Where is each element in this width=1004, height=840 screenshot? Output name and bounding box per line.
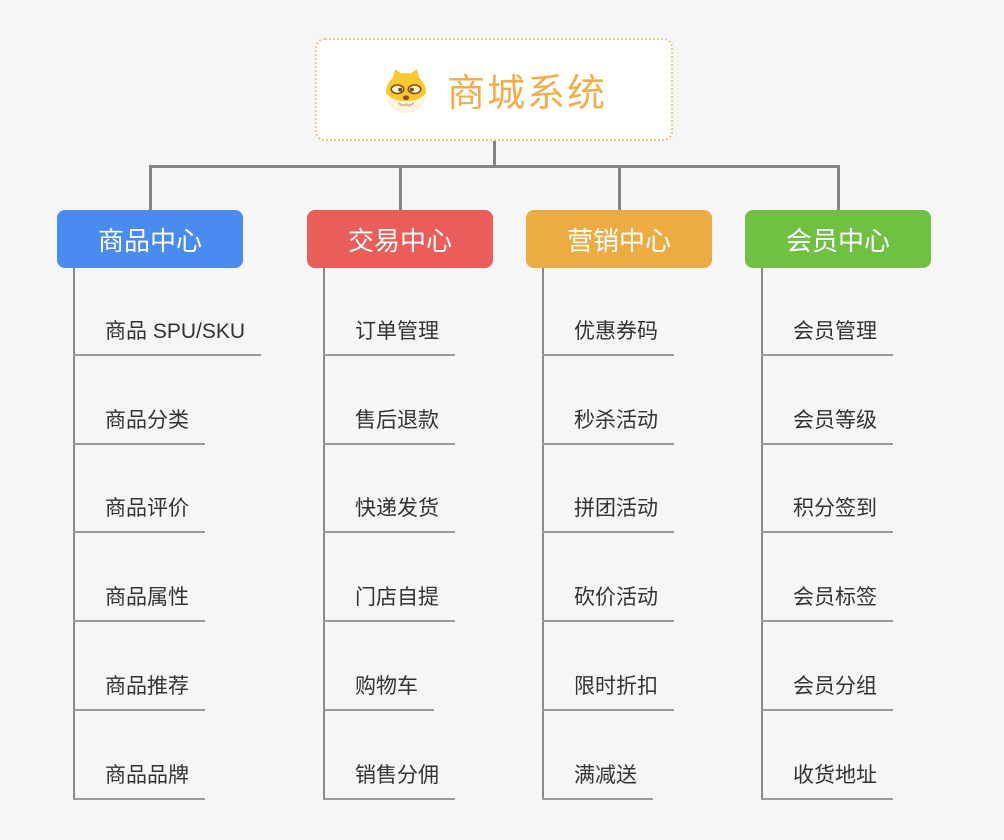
leaf-node[interactable]: 订单管理 — [323, 318, 455, 356]
leaf-node[interactable]: 优惠券码 — [542, 318, 674, 356]
leaf-node[interactable]: 商品 SPU/SKU — [73, 318, 262, 356]
leaf-node[interactable]: 砍价活动 — [542, 584, 674, 622]
branch-spine — [323, 268, 325, 800]
leaf-node[interactable]: 售后退款 — [323, 407, 455, 445]
connector-branch-drop — [837, 165, 840, 210]
leaf-node[interactable]: 商品推荐 — [73, 673, 205, 711]
root-node[interactable]: 商城系统 — [315, 38, 673, 141]
leaf-node[interactable]: 购物车 — [323, 673, 434, 711]
leaf-node[interactable]: 会员等级 — [761, 407, 893, 445]
leaf-node[interactable]: 会员标签 — [761, 584, 893, 622]
branch-node-product-center[interactable]: 商品中心 — [57, 210, 243, 268]
leaf-node[interactable]: 积分签到 — [761, 495, 893, 533]
leaf-node[interactable]: 快递发货 — [323, 495, 455, 533]
connector-branch-drop — [149, 165, 152, 210]
connector-branch-drop — [618, 165, 621, 210]
leaf-node[interactable]: 商品分类 — [73, 407, 205, 445]
leaf-node[interactable]: 商品属性 — [73, 584, 205, 622]
leaf-node[interactable]: 限时折扣 — [542, 673, 674, 711]
connector-horizontal — [149, 165, 840, 168]
branch-spine — [542, 268, 544, 800]
connector-branch-drop — [399, 165, 402, 210]
leaf-node[interactable]: 拼团活动 — [542, 495, 674, 533]
dog-face-icon — [381, 66, 431, 114]
leaf-node[interactable]: 销售分佣 — [323, 762, 455, 800]
branch-spine — [761, 268, 763, 800]
branch-node-marketing-center[interactable]: 营销中心 — [526, 210, 712, 268]
leaf-node[interactable]: 满减送 — [542, 762, 653, 800]
leaf-node[interactable]: 商品品牌 — [73, 762, 205, 800]
connector-root-drop — [493, 139, 496, 165]
branch-node-trade-center[interactable]: 交易中心 — [307, 210, 493, 268]
leaf-node[interactable]: 门店自提 — [323, 584, 455, 622]
leaf-node[interactable]: 会员管理 — [761, 318, 893, 356]
leaf-node[interactable]: 会员分组 — [761, 673, 893, 711]
leaf-node[interactable]: 商品评价 — [73, 495, 205, 533]
branch-node-member-center[interactable]: 会员中心 — [745, 210, 931, 268]
branch-spine — [73, 268, 75, 800]
leaf-node[interactable]: 秒杀活动 — [542, 407, 674, 445]
root-node-label: 商城系统 — [446, 73, 607, 115]
leaf-node[interactable]: 收货地址 — [761, 762, 893, 800]
